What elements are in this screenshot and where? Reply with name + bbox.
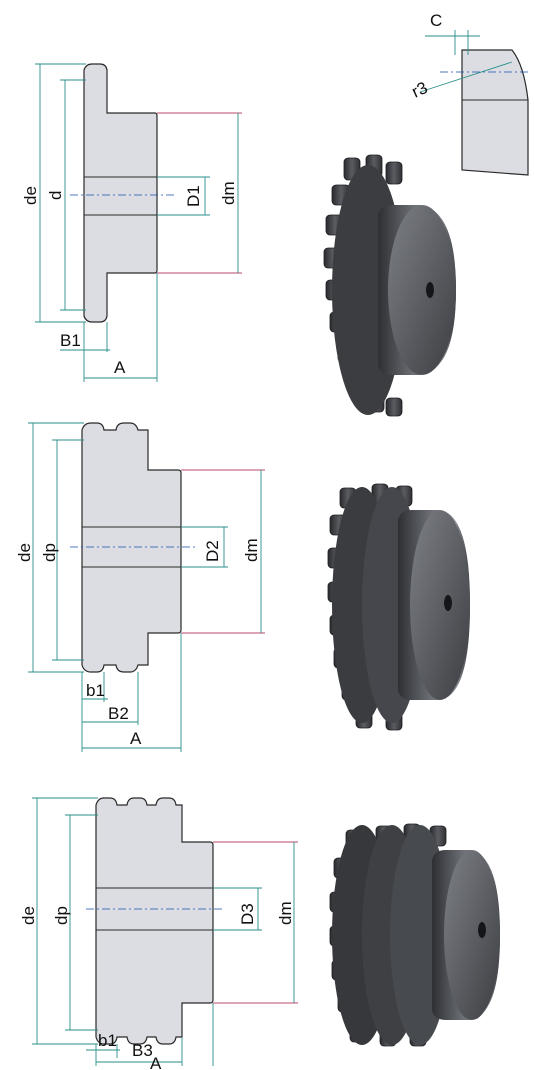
duplex-dm-label: dm — [242, 538, 261, 562]
duplex-B2-label: B2 — [108, 704, 129, 723]
triplex-hub-face — [444, 850, 500, 1020]
simplex-d-label: d — [46, 191, 65, 200]
duplex-bore — [444, 595, 452, 611]
tooth-profile — [461, 49, 529, 176]
simplex-profile — [83, 63, 158, 323]
triplex-B3-label: B3 — [132, 1041, 153, 1060]
triplex-bore — [478, 922, 486, 938]
duplex-hub-face — [410, 510, 470, 700]
simplex-D1-label: D1 — [184, 185, 203, 207]
duplex-b1-label: b1 — [86, 681, 105, 700]
simplex-de-label: de — [21, 186, 40, 205]
c-label: C — [430, 11, 442, 30]
triplex-D3-label: D3 — [238, 903, 257, 925]
triplex-sprocket-render — [329, 823, 500, 1047]
duplex-de-label: de — [15, 543, 34, 562]
triplex-profile — [95, 797, 214, 1045]
simplex-A-label: A — [114, 358, 126, 377]
triplex-dm-label: dm — [276, 901, 295, 925]
simplex-hub-face — [388, 205, 456, 375]
triplex-de-label: de — [19, 906, 38, 925]
duplex-A-label: A — [130, 729, 142, 748]
triplex-drawing: de dp D3 dm b1 B3 A — [19, 797, 298, 1070]
triplex-A-label: A — [150, 1054, 162, 1070]
simplex-B1-label: B1 — [60, 331, 81, 350]
duplex-profile — [81, 422, 182, 673]
tooth-detail: C r3 — [409, 11, 530, 176]
simplex-bore — [426, 282, 434, 298]
triplex-b1-label: b1 — [98, 1031, 117, 1050]
simplex-sprocket-render — [323, 154, 456, 417]
duplex-D2-label: D2 — [203, 540, 222, 562]
duplex-sprocket-render — [327, 483, 470, 731]
duplex-dp-label: dp — [40, 543, 59, 562]
duplex-drawing: de dp D2 dm b1 B2 A — [15, 422, 265, 752]
simplex-dm-label: dm — [219, 181, 238, 205]
r3-leader — [419, 61, 513, 93]
r3-label: r3 — [409, 78, 431, 102]
simplex-drawing: de d D1 dm B1 A — [21, 63, 242, 382]
triplex-dp-label: dp — [52, 906, 71, 925]
